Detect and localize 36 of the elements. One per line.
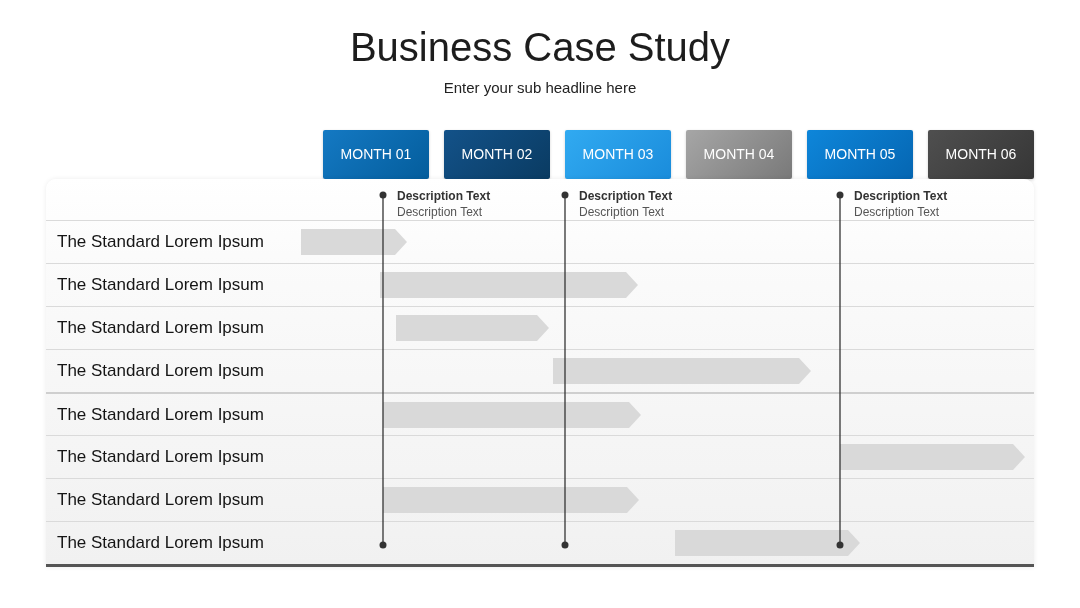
gantt-bar	[553, 358, 811, 384]
task-label: The Standard Lorem Ipsum	[57, 318, 264, 338]
month-label: MONTH 06	[945, 146, 1017, 163]
task-label: The Standard Lorem Ipsum	[57, 447, 264, 467]
gantt-bar	[396, 315, 549, 341]
gantt-bar	[840, 444, 1025, 470]
task-label: The Standard Lorem Ipsum	[57, 232, 264, 252]
milestone-text: Description Text	[579, 204, 665, 220]
subtitle: Enter your sub headline here	[443, 79, 637, 97]
task-label: The Standard Lorem Ipsum	[57, 490, 264, 510]
gantt-bar	[380, 272, 638, 298]
month-header	[686, 130, 792, 179]
milestone-title: Description Text	[579, 188, 673, 204]
month-header	[807, 130, 913, 179]
month-label: MONTH 02	[461, 146, 533, 163]
milestone-title: Description Text	[854, 188, 948, 204]
task-label: The Standard Lorem Ipsum	[57, 404, 264, 425]
gantt-bar	[383, 487, 639, 513]
gantt-bar	[675, 530, 860, 556]
task-label: The Standard Lorem Ipsum	[57, 275, 264, 295]
month-label: MONTH 04	[703, 146, 775, 163]
month-header	[323, 130, 429, 179]
month-label: MONTH 05	[824, 146, 896, 163]
month-label: MONTH 01	[340, 146, 412, 163]
gantt-bar	[383, 402, 641, 428]
gantt-bar	[301, 229, 407, 255]
month-header	[928, 130, 1034, 179]
month-header	[444, 130, 550, 179]
milestone-text: Description Text	[854, 204, 940, 220]
task-label: The Standard Lorem Ipsum	[57, 361, 264, 381]
month-label: MONTH 03	[582, 146, 654, 163]
title: Business Case Study	[349, 24, 731, 71]
month-header	[565, 130, 671, 179]
milestone-title: Description Text	[397, 188, 491, 204]
milestone-text: Description Text	[397, 204, 483, 220]
task-label: The Standard Lorem Ipsum	[57, 533, 264, 553]
